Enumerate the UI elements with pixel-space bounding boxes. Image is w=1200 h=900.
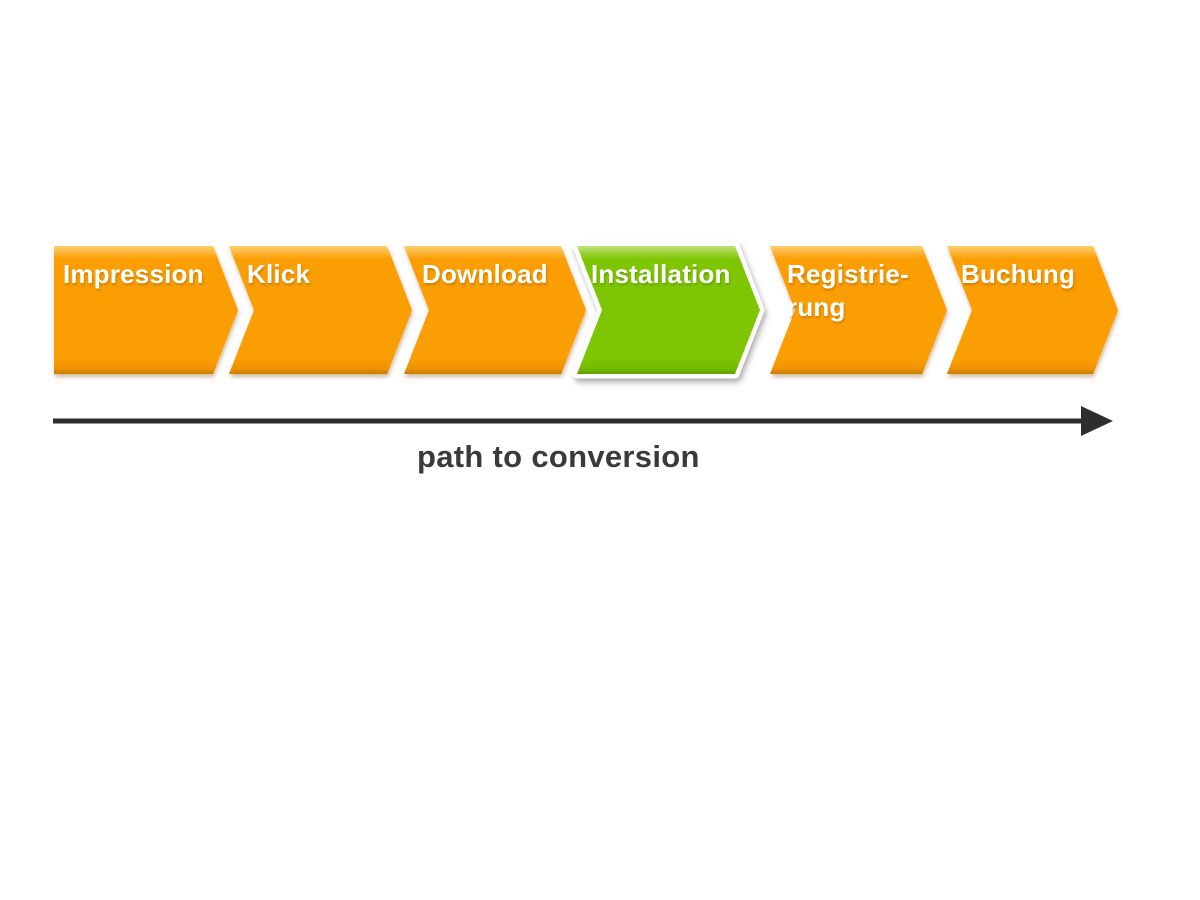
step-buchung-shape bbox=[947, 246, 1118, 374]
step-impression-shape bbox=[54, 246, 238, 374]
step-klick-shape bbox=[229, 246, 412, 374]
step-installation-label: Installation bbox=[591, 259, 731, 289]
step-registrierung-label: Registrie- rung bbox=[787, 259, 909, 323]
step-buchung-label: Buchung bbox=[961, 259, 1076, 289]
step-download-shape bbox=[404, 246, 586, 374]
axis-caption: path to conversion bbox=[417, 439, 700, 474]
step-download-label: Download bbox=[422, 259, 548, 289]
conversion-arrow-head bbox=[1081, 406, 1113, 436]
step-impression-label: Impression bbox=[63, 259, 204, 289]
step-klick-label: Klick bbox=[247, 259, 311, 289]
step-registrierung-shape bbox=[770, 246, 947, 374]
step-installation-shape bbox=[572, 241, 765, 379]
